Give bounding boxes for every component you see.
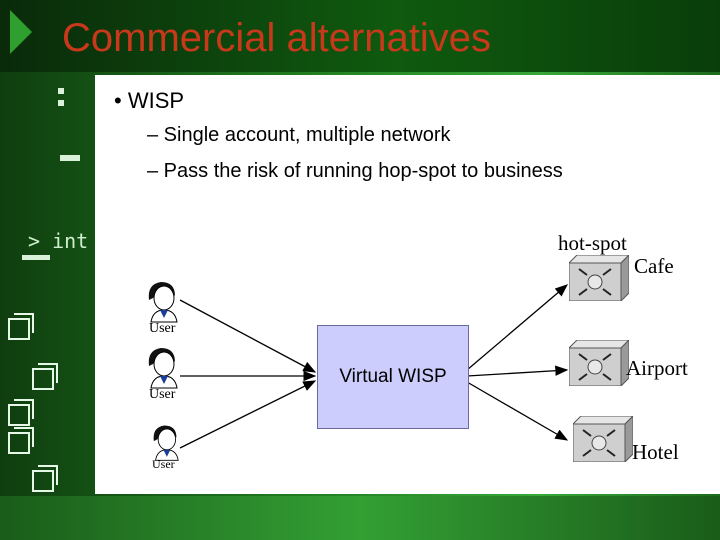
router-icon <box>569 255 629 301</box>
site-label-cafe: Cafe <box>634 254 674 278</box>
title-bar: Commercial alternatives <box>0 0 720 72</box>
deco-code-text: > int <box>28 229 89 253</box>
user-label: User <box>149 387 176 402</box>
deco-square <box>22 255 50 260</box>
sub-bullet-risk: – Pass the risk of running hop-spot to b… <box>147 160 563 182</box>
virtual-wisp-label: Virtual WISP <box>339 366 447 387</box>
router-icon <box>569 340 629 386</box>
user-label: User <box>149 321 176 336</box>
chevron-icon <box>10 10 32 54</box>
virtual-wisp-box: Virtual WISP <box>317 325 469 429</box>
sub-bullet-account: – Single account, multiple network <box>147 124 451 146</box>
user-label: User <box>152 457 175 471</box>
site-label-airport: Airport <box>626 356 688 380</box>
router-icon <box>573 416 633 462</box>
link-wisp-airport <box>466 365 569 377</box>
bottom-bar <box>0 496 720 540</box>
bullet-wisp: • WISP <box>114 88 185 113</box>
link-wisp-hotel <box>466 381 569 441</box>
deco-square <box>58 100 64 106</box>
link-wisp-cafe <box>466 284 568 371</box>
cube-icon <box>32 363 58 390</box>
user-icon <box>153 425 179 461</box>
cube-icon <box>8 399 34 426</box>
link-user1-wisp <box>179 299 317 373</box>
slide-title: Commercial alternatives <box>62 16 492 60</box>
cube-icon <box>8 427 34 454</box>
cube-icon <box>8 313 34 340</box>
user-icon <box>148 282 178 323</box>
site-label-hotel: Hotel <box>632 440 679 464</box>
deco-square <box>58 88 64 94</box>
link-user3-wisp <box>179 380 317 449</box>
deco-square <box>60 155 80 161</box>
cube-icon <box>32 465 58 492</box>
user-icon <box>148 348 178 389</box>
hotspot-label: hot-spot <box>558 231 627 255</box>
